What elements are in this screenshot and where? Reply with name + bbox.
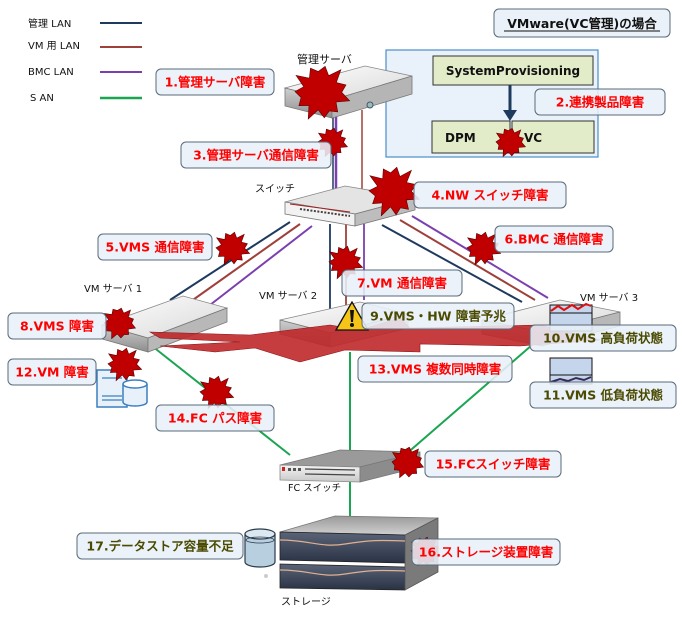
legend-label: VM 用 LAN [28,41,80,52]
callout-box [534,88,666,116]
callout-box [357,355,513,383]
datastore-icon [244,528,276,568]
low-load-chart [549,357,593,385]
storage-device[interactable] [264,515,439,591]
fault-callout-4[interactable]: 4.NW スイッチ障害 [413,181,567,209]
arrow-down-icon [503,110,517,121]
fault-callout-5[interactable]: 5.VMS 通信障害 [97,233,213,261]
system-provisioning-label: SystemProvisioning [446,64,580,78]
fault-callout-13[interactable]: 13.VMS 複数同時障害 [357,355,513,383]
fault-callout-1[interactable]: 1.管理サーバ障害 [155,68,275,96]
vm-server-3-label: VM サーバ 3 [580,292,638,304]
callout-box [97,233,213,261]
fault-callout-9[interactable]: 9.VMS・HW 障害予兆 [361,302,515,330]
fault-callout-7[interactable]: 7.VM 通信障害 [341,269,463,297]
vc-label: VC [524,131,542,145]
fault-callout-17[interactable]: 17.データストア容量不足 [76,532,244,560]
fc-switch[interactable] [279,449,421,483]
fault-label: 10.VMS 高負荷状態 [543,331,664,346]
fault-callouts: 1.管理サーバ障害 2.連携製品障害 3.管理サーバ通信障害 4.NW スイッチ障害 5… [7,68,677,566]
fault-label: 14.FC パス障害 [168,411,262,426]
fault-label: 15.FCスイッチ障害 [436,457,551,472]
fault-callout-14[interactable]: 14.FC パス障害 [155,404,275,432]
callout-box [494,225,614,253]
fault-label: 7.VM 通信障害 [357,276,447,291]
vm-server-1-label: VM サーバ 1 [84,283,142,295]
fault-label: 5.VMS 通信障害 [106,240,205,255]
callout-box [341,269,463,297]
fault-label: 16.ストレージ装置障害 [419,545,553,560]
fault-label: 17.データストア容量不足 [86,539,234,554]
switch-label: スイッチ [255,183,295,195]
fault-burst-icon [294,65,351,120]
mgmt-server-label: 管理サーバ [297,52,352,66]
callout-box [529,381,677,409]
dpm-box [431,120,511,154]
fault-label: 8.VMS 障害 [20,319,94,334]
fault-callout-16[interactable]: 16.ストレージ装置障害 [411,538,561,566]
callout-box [7,312,107,340]
fault-label: 12.VM 障害 [15,365,89,380]
fault-callout-8[interactable]: 8.VMS 障害 [7,312,107,340]
fault-burst-icon [391,446,425,479]
fault-burst-icon [103,307,137,340]
legend-label: 管理 LAN [28,17,71,30]
legend-label: BMC LAN [28,67,74,78]
callout-box [155,404,275,432]
fault-callout-2[interactable]: 2.連携製品障害 [534,88,666,116]
fault-label: 1.管理サーバ障害 [165,75,266,90]
fault-burst-icon [199,375,235,410]
dpm-label: DPM [445,131,476,145]
vm-server-2-label: VM サーバ 2 [259,290,317,302]
legend: 管理 LAN VM 用 LAN BMC LAN S AN [28,17,142,104]
callout-box [529,324,677,352]
fault-callout-3[interactable]: 3.管理サーバ通信障害 [180,141,332,169]
fault-callout-6[interactable]: 6.BMC 通信障害 [494,225,614,253]
fault-callout-11[interactable]: 11.VMS 低負荷状態 [529,381,677,409]
fault-label: 6.BMC 通信障害 [505,232,604,247]
fault-label: 13.VMS 複数同時障害 [369,362,502,377]
callout-box [7,358,97,386]
fault-burst-icon [495,127,526,158]
product-panel: SystemProvisioning DPM VC [385,49,599,158]
callout-box [424,450,562,478]
system-provisioning-box [432,55,594,86]
callout-box [411,538,561,566]
callout-box [155,68,275,96]
fault-label: 11.VMS 低負荷状態 [543,388,664,403]
fault-label: 2.連携製品障害 [556,95,644,110]
fault-label: 9.VMS・HW 障害予兆 [370,309,506,324]
callout-box [180,141,332,169]
callout-box [413,181,567,209]
vc-box [511,120,595,154]
callout-box [76,532,244,560]
callout-box [361,302,515,330]
fault-burst-icon [368,166,421,217]
fault-callout-15[interactable]: 15.FCスイッチ障害 [424,450,562,478]
title-box: VMware(VC管理)の場合 [493,8,671,38]
fault-label: 4.NW スイッチ障害 [431,188,548,203]
legend-item-san: S AN [30,93,142,104]
legend-item-bmc-lan: BMC LAN [28,67,142,78]
legend-label: S AN [30,93,54,104]
legend-item-vm-lan: VM 用 LAN [28,41,142,52]
fault-burst-icon [466,231,502,266]
warning-icon [334,300,370,331]
fault-label: 3.管理サーバ通信障害 [193,148,319,163]
diagram-title: VMware(VC管理)の場合 [507,16,657,31]
legend-item-mgmt-lan: 管理 LAN [28,17,142,30]
fault-callout-10[interactable]: 10.VMS 高負荷状態 [529,324,677,352]
fault-burst-icon [215,231,251,266]
fault-callout-12[interactable]: 12.VM 障害 [7,358,97,386]
fc-switch-label: FC スイッチ [288,483,341,494]
fault-burst-icon [107,347,143,382]
storage-label: ストレージ [281,597,331,608]
